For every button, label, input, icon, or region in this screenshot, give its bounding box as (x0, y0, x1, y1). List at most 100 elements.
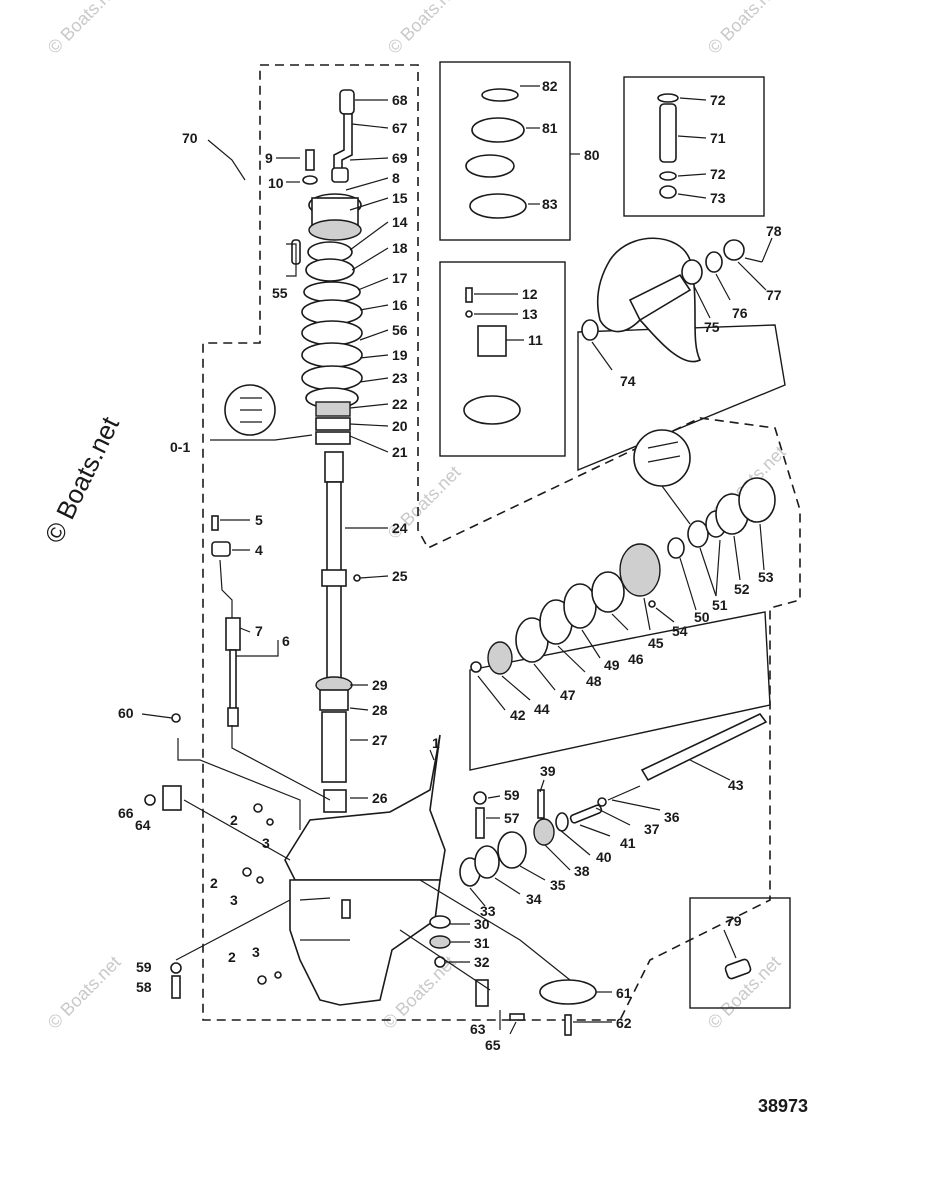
inset-water-tube (657, 93, 679, 199)
callout-32: 32 (474, 954, 490, 970)
callout-11: 11 (528, 332, 543, 348)
gear-housing-body (289, 879, 441, 1006)
callout-29: 29 (372, 677, 388, 693)
carrier-45 (619, 543, 661, 597)
propeller-group (581, 237, 763, 363)
fitting-31 (429, 935, 451, 949)
clutch-38 (533, 818, 555, 846)
callout-63: 63 (470, 1021, 486, 1037)
callout-54: 54 (672, 623, 688, 639)
callout-17: 17 (392, 270, 408, 286)
gear-housing-detail (299, 897, 350, 941)
water-pump-stack (207, 89, 363, 445)
water-tube-box (623, 76, 765, 217)
gasket-82 (481, 88, 519, 102)
shift-cam (227, 707, 239, 727)
callout-34: 34 (526, 891, 542, 907)
callout-78: 78 (766, 223, 782, 239)
ball-37 (597, 797, 607, 807)
anode-64 (162, 785, 182, 811)
base-plate (463, 395, 521, 425)
callout-45: 45 (648, 635, 664, 651)
fitting-79 (724, 958, 752, 980)
callout-24: 24 (392, 520, 408, 536)
callout-44: 44 (534, 701, 550, 717)
pump-body-81 (471, 117, 525, 143)
pump-housing-bottom (308, 219, 362, 241)
callout-15: 15 (392, 190, 408, 206)
callout-69: 69 (392, 150, 408, 166)
anode-63 (475, 979, 489, 1007)
callout-67: 67 (392, 120, 408, 136)
boot-7 (225, 617, 241, 651)
gear-housing-top-1 (284, 734, 446, 881)
pin-39 (537, 789, 545, 819)
propshaft-box (469, 611, 771, 771)
seal-detail-lines (240, 397, 262, 423)
seal-72-bottom (659, 171, 677, 181)
gasket-18 (303, 281, 361, 303)
callout-1: 1 (432, 735, 440, 751)
fitting-box (689, 897, 791, 1009)
seal-22 (315, 401, 351, 417)
callout-80: 80 (584, 147, 600, 163)
trim-tab-61 (539, 979, 597, 1005)
callout-49: 49 (604, 657, 620, 673)
inset-fitting (724, 958, 752, 980)
callout-33: 33 (480, 903, 496, 919)
callout-3-c: 3 (252, 944, 260, 960)
screw-12 (465, 287, 473, 303)
callout-68: 68 (392, 92, 408, 108)
bearing-34 (474, 845, 500, 879)
washer-30 (429, 915, 451, 929)
callout-56: 56 (392, 322, 408, 338)
seal-72-top (657, 93, 679, 103)
gasket-14 (305, 258, 355, 282)
callout-18: 18 (392, 240, 408, 256)
nut-2-b (242, 867, 252, 877)
shift-shaft-6 (229, 649, 237, 711)
callout-labels: 68 67 70 69 9 8 10 15 14 18 17 55 16 56 … (118, 78, 782, 1053)
gear-35 (497, 831, 527, 869)
callout-52: 52 (734, 581, 750, 597)
callout-59-right: 59 (504, 787, 520, 803)
washer-10 (302, 175, 318, 185)
spacer-75 (681, 259, 703, 285)
watermark-side: © Boats.net (38, 411, 125, 547)
propshaft-bearing-stack (470, 429, 776, 675)
seal-detail-circle-right (633, 429, 691, 487)
watermark-top-right: © Boats.net (704, 0, 785, 58)
callout-2-a: 2 (230, 812, 238, 828)
callout-36: 36 (664, 809, 680, 825)
driveshaft-group (315, 451, 361, 813)
callout-14: 14 (392, 214, 408, 230)
callout-37: 37 (644, 821, 660, 837)
washer-13 (465, 310, 473, 318)
bearing-46 (591, 571, 625, 613)
callout-51: 51 (712, 597, 728, 613)
watermark-top-left: © Boats.net (44, 0, 125, 58)
screw-62 (564, 1014, 572, 1036)
shift-linkage (211, 515, 241, 727)
pinion-bearing-26 (323, 789, 347, 813)
callout-74: 74 (620, 373, 636, 389)
base-11 (477, 325, 507, 357)
callout-70: 70 (182, 130, 198, 146)
retainer-53 (738, 477, 776, 523)
inset-pump-kit (465, 88, 527, 219)
callout-57: 57 (504, 810, 520, 826)
nut-2-a (253, 803, 263, 813)
callout-9: 9 (265, 150, 273, 166)
callout-48: 48 (586, 673, 602, 689)
callout-50: 50 (694, 609, 710, 625)
seal-20 (315, 417, 351, 431)
cam-follower-41 (569, 804, 603, 824)
plate-83 (469, 193, 527, 219)
callout-62: 62 (616, 1015, 632, 1031)
leader-lines (141, 85, 773, 1035)
seal-21 (315, 431, 351, 445)
callout-5: 5 (255, 512, 263, 528)
water-tube-seal-68 (339, 89, 355, 115)
callout-41: 41 (620, 835, 636, 851)
